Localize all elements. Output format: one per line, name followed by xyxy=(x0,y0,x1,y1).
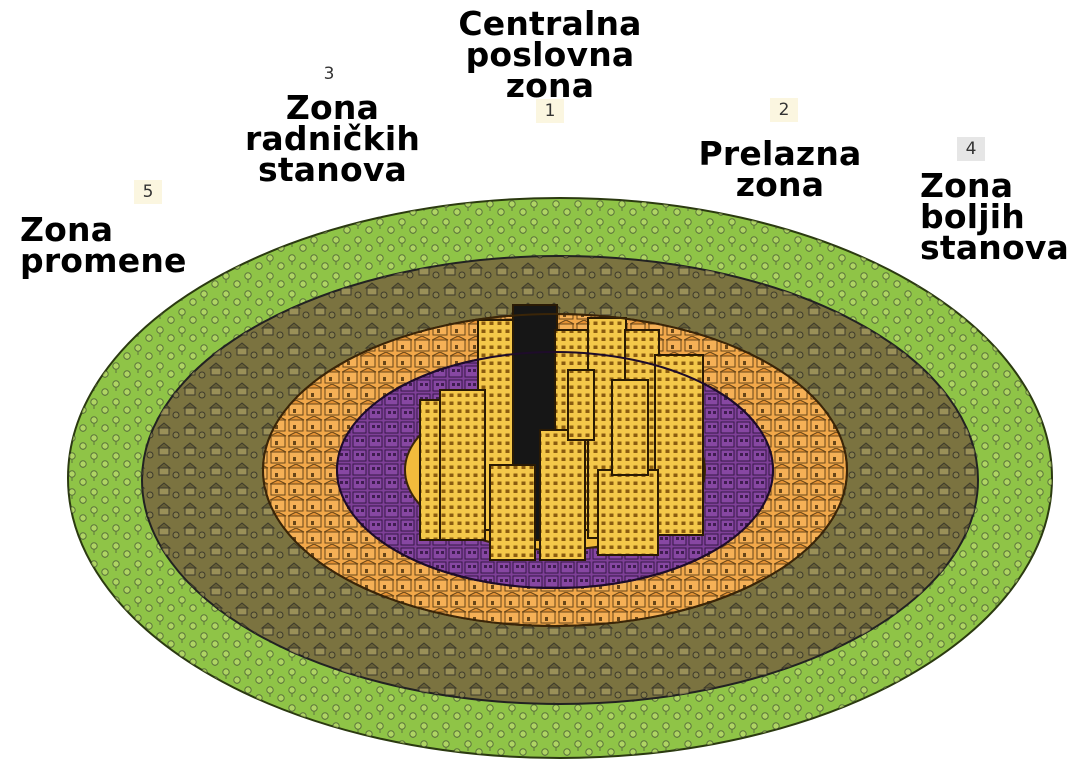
zone-5-number: 5 xyxy=(134,180,162,204)
zone-4-label: Zona boljih stanova xyxy=(920,170,1080,263)
zone-2-label: Prelazna zona xyxy=(690,138,870,200)
zone-2-number: 2 xyxy=(770,98,798,122)
zone-3-label: Zona radničkih stanova xyxy=(240,92,425,185)
zone-4-number: 4 xyxy=(957,137,985,161)
zone-3-number: 3 xyxy=(315,62,343,86)
zone-5-label: Zona promene xyxy=(20,214,185,276)
zone-1-label: Centralna poslovna zona xyxy=(455,8,645,101)
zone-1-number: 1 xyxy=(536,99,564,123)
